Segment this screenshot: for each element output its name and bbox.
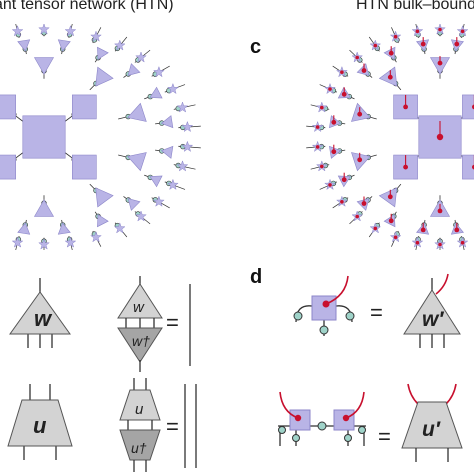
u-dagger-label: u† bbox=[131, 440, 147, 456]
title-htn: ant tensor network (HTN) bbox=[0, 0, 174, 13]
equals-sign: = bbox=[370, 300, 383, 325]
u-prime-equation: = u′ bbox=[278, 383, 463, 462]
equals-sign: = bbox=[166, 414, 179, 439]
w-prime-equation: = w′ bbox=[293, 273, 461, 348]
trapezoid-tensor-icon bbox=[401, 401, 463, 449]
u-unitary-identity: u u† = bbox=[119, 378, 197, 472]
htn-network-right bbox=[306, 24, 474, 250]
u-top-label: u bbox=[135, 401, 144, 418]
u-dagger-tensor bbox=[119, 429, 161, 461]
w-prime-label: w′ bbox=[422, 308, 444, 331]
equals-sign: = bbox=[378, 424, 391, 449]
u-prime-label: u′ bbox=[422, 418, 441, 441]
w-dagger-tensor bbox=[117, 327, 163, 363]
title-htn-bulk-boundary: HTN bulk–bound bbox=[356, 0, 474, 13]
hyperbolic-tensor-network-bulk-icon bbox=[306, 24, 474, 250]
panel-label-d: d bbox=[250, 266, 263, 288]
u-label: u bbox=[33, 413, 47, 438]
w-isometry-identity: w w† = bbox=[117, 276, 191, 372]
triangle-tensor-icon bbox=[9, 291, 71, 335]
w-top-label: w bbox=[133, 299, 145, 316]
u-tensor: u bbox=[7, 384, 73, 460]
htn-network-left bbox=[0, 24, 201, 250]
panel-label-c: c bbox=[250, 36, 262, 58]
hyperbolic-tensor-network-icon bbox=[0, 24, 201, 250]
u-top-tensor bbox=[119, 389, 161, 421]
trapezoid-tensor-icon bbox=[7, 399, 73, 447]
equals-sign: = bbox=[166, 310, 179, 335]
bulk-square-tensor bbox=[311, 295, 337, 321]
w-label: w bbox=[34, 306, 53, 331]
w-dagger-label: w† bbox=[132, 333, 150, 349]
w-tensor: w bbox=[9, 278, 71, 348]
